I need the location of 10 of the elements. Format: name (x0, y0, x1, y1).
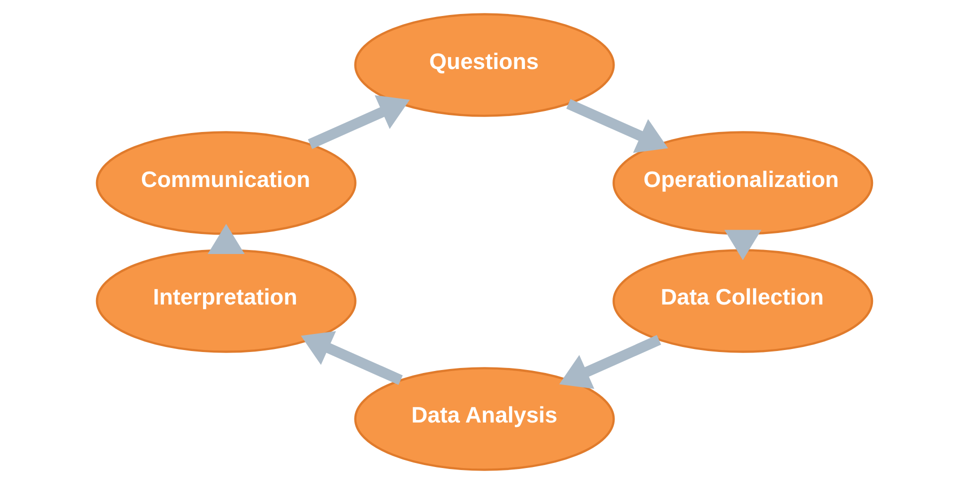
arrow (566, 99, 668, 153)
node-ellipse: Communication (96, 131, 356, 235)
arrow (724, 230, 762, 260)
arrow (559, 335, 662, 389)
node-ellipse: Data Analysis (354, 367, 615, 471)
arrow (208, 224, 245, 254)
arrow (300, 331, 403, 385)
node-ellipse: Questions (354, 13, 615, 117)
node-ellipse: Data Collection (612, 249, 874, 353)
arrow (308, 95, 410, 149)
